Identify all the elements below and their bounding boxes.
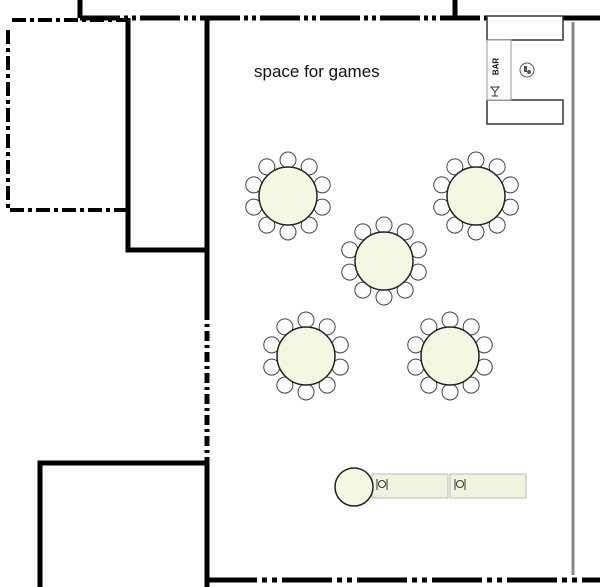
round-table [341, 216, 427, 306]
chair [467, 223, 485, 241]
chair [441, 311, 459, 329]
chair [446, 158, 464, 176]
chair [276, 318, 294, 336]
head-table [334, 467, 527, 507]
chair [420, 376, 438, 394]
chair [462, 318, 480, 336]
table-top [276, 326, 336, 386]
round-tables [245, 151, 519, 401]
round-table [245, 151, 331, 241]
chair [354, 223, 372, 241]
round-table [433, 151, 519, 241]
bar-counter-top [486, 15, 564, 41]
chair [297, 383, 315, 401]
table-top [354, 231, 414, 291]
bar-back [486, 39, 512, 101]
chair [420, 318, 438, 336]
head-round-table [334, 467, 374, 507]
chair [396, 281, 414, 299]
chair [488, 158, 506, 176]
bar-label: BAR [491, 57, 501, 76]
chair [258, 158, 276, 176]
games-area-label: space for games [254, 62, 380, 81]
chair [258, 216, 276, 234]
bar-counter-bottom [486, 99, 564, 125]
chair [279, 223, 297, 241]
chair [467, 151, 485, 169]
round-table [263, 311, 349, 401]
chair [375, 288, 393, 306]
chair [354, 281, 372, 299]
head-rect-table-1 [371, 473, 449, 499]
chair [441, 383, 459, 401]
round-table [407, 311, 493, 401]
top-wall-notch [77, 0, 458, 18]
chair [318, 318, 336, 336]
place-setting-icon [454, 479, 466, 490]
chair [488, 216, 506, 234]
chair [276, 376, 294, 394]
chair [300, 158, 318, 176]
chair [446, 216, 464, 234]
chair [396, 223, 414, 241]
chair [300, 216, 318, 234]
table-top [420, 326, 480, 386]
chair [318, 376, 336, 394]
place-setting-icon [376, 479, 388, 490]
side-room-outline [6, 18, 126, 212]
chair [297, 311, 315, 329]
cocktail-glass-icon [489, 86, 501, 97]
bottle-icon [519, 62, 535, 78]
table-top [446, 166, 506, 226]
chair [375, 216, 393, 234]
lower-left-room [37, 460, 205, 587]
head-rect-table-2 [449, 473, 527, 499]
corridor-wall [125, 18, 207, 253]
chair [462, 376, 480, 394]
bar-area [486, 15, 564, 125]
table-top [258, 166, 318, 226]
chair [279, 151, 297, 169]
